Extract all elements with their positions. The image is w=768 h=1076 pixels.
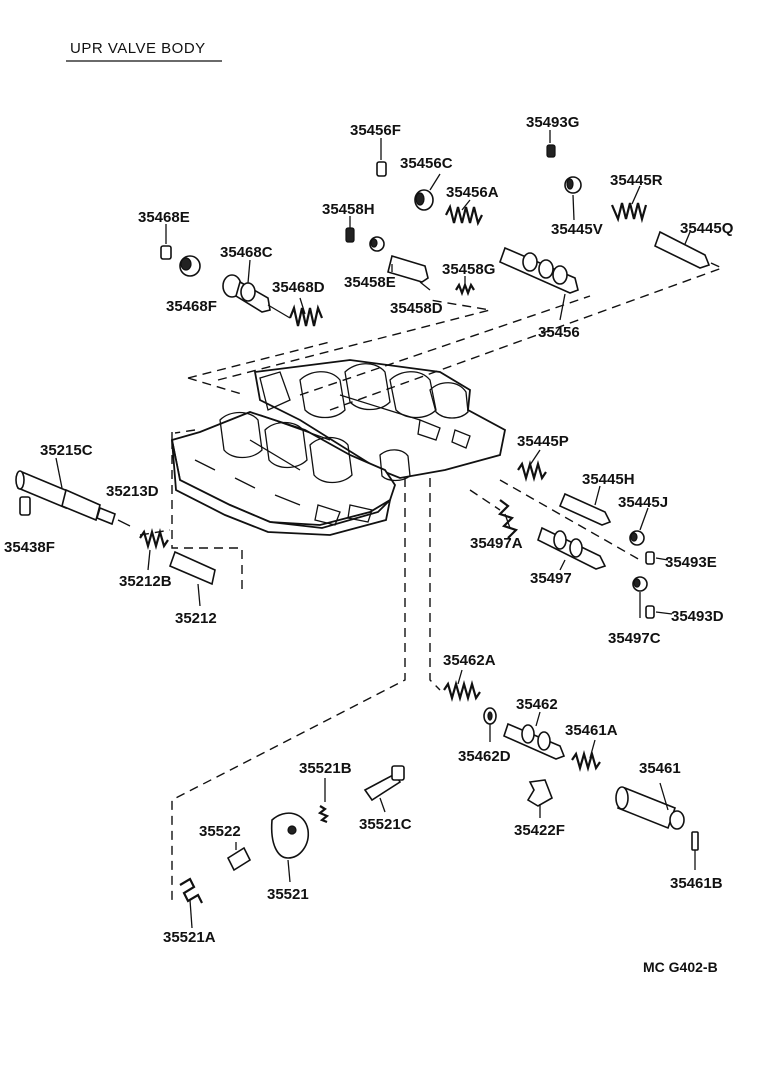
part-35521-cam [270,812,310,859]
label-35521B: 35521B [299,760,352,777]
label-35497: 35497 [530,570,572,587]
label-35461B: 35461B [670,875,723,892]
part-35456F-shape [376,161,387,177]
part-35445V-shape [564,176,582,194]
part-35445R-spring [610,202,648,224]
label-35521: 35521 [267,886,309,903]
part-35458E-shape [369,236,385,252]
label-35456A: 35456A [446,184,499,201]
part-35497A-spring [497,499,519,539]
part-35456A-spring [445,203,483,227]
label-35468D: 35468D [272,279,325,296]
assembly-guide-lines [139,257,724,900]
part-35445H-valve [558,492,612,526]
part-35497C-shape [632,576,648,592]
leader-lines [147,130,696,883]
label-35468F: 35468F [166,298,217,315]
label-35458E: 35458E [344,274,396,291]
part-35493E-shape [645,551,655,565]
part-35497-valve [537,526,607,570]
part-35468D-spring [288,304,324,327]
label-35215C: 35215C [40,442,93,459]
label-35458G: 35458G [442,261,495,278]
part-35445J-shape [629,530,645,546]
part-35462-valve [503,722,566,760]
diagram-title: UPR VALVE BODY [70,40,206,57]
label-35445R: 35445R [610,172,663,189]
part-35422F-shape [526,779,553,807]
label-35445P: 35445P [517,433,569,450]
label-35456C: 35456C [400,155,453,172]
part-35461A-spring [571,749,601,773]
part-35458D-shape [387,254,429,283]
part-35468E-shape [160,245,172,260]
label-35445J: 35445J [618,494,668,511]
part-35462A-spring [443,679,481,703]
label-35521C: 35521C [359,816,412,833]
part-35456-valve [498,246,579,294]
part-35522-shape [226,846,252,872]
part-35212-valve [168,550,216,586]
part-35456C-shape [414,189,434,211]
part-35462D-shape [483,707,497,725]
label-35461: 35461 [639,760,681,777]
part-35461-sleeve [615,786,685,830]
part-35445Q-shape [654,230,711,269]
label-35445H: 35445H [582,471,635,488]
part-35458H-shape [345,227,355,243]
label-35493E: 35493E [665,554,717,571]
label-35422F: 35422F [514,822,565,839]
part-35468C-valve [222,274,291,319]
label-35521A: 35521A [163,929,216,946]
part-35493D-shape [645,605,655,619]
valve-body-housing [170,359,507,536]
part-35521C-bolt [363,765,405,802]
part-35212B-spring [139,527,169,551]
part-35215C-sleeve [15,470,116,526]
label-35438F: 35438F [4,539,55,556]
label-35445V: 35445V [551,221,603,238]
label-35213D: 35213D [106,483,159,500]
part-labels: 35456F 35493G 35456C 35445R 35456A 35458… [4,114,734,946]
label-35493D: 35493D [671,608,724,625]
label-35468C: 35468C [220,244,273,261]
label-35493G: 35493G [526,114,579,131]
label-35456F: 35456F [350,122,401,139]
label-35462D: 35462D [458,748,511,765]
part-35438F-shape [19,496,31,516]
label-35468E: 35468E [138,209,190,226]
part-35521A-spring [179,877,203,904]
part-35468F-shape [179,255,201,277]
part-35493G-shape [546,144,556,158]
part-35461B-shape [691,831,699,851]
label-35212: 35212 [175,610,217,627]
label-35462: 35462 [516,696,558,713]
label-35458D: 35458D [390,300,443,317]
label-35462A: 35462A [443,652,496,669]
label-35456: 35456 [538,324,580,341]
part-35445P-spring [517,459,547,483]
label-35522: 35522 [199,823,241,840]
label-35461A: 35461A [565,722,618,739]
label-35458H: 35458H [322,201,375,218]
part-35521B-spring [317,805,330,824]
label-35212B: 35212B [119,573,172,590]
label-35497C: 35497C [608,630,661,647]
label-35445Q: 35445Q [680,220,734,237]
diagram-code: MC G402-B [643,959,718,975]
label-35497A: 35497A [470,535,523,552]
